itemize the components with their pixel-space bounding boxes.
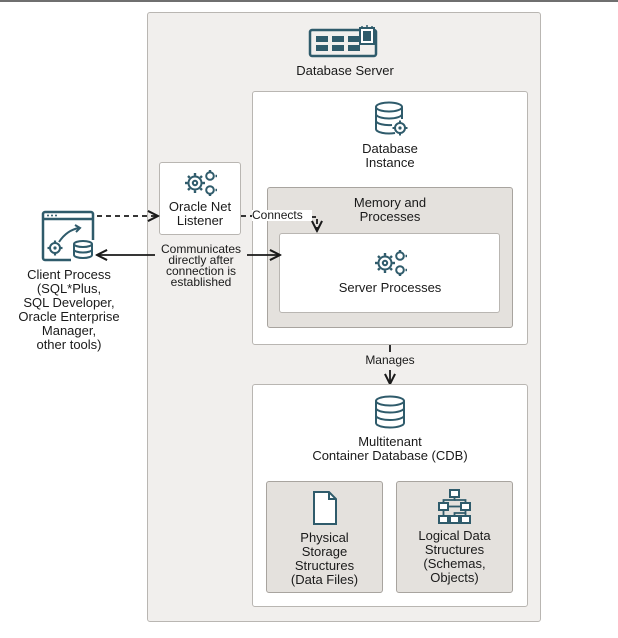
listener-box [159,162,241,235]
database-gear-icon [374,101,408,136]
server-processes-box [279,233,500,313]
connects-label: Connects [252,209,312,221]
listener-label: Oracle Net Listener [168,199,232,228]
server-processes-label: Server Processes [338,280,442,295]
client-process-label: Client Process (SQL*Plus, SQL Developer,… [18,267,120,352]
logical-data-label: Logical Data Structures (Schemas, Object… [418,528,491,585]
file-icon [313,491,337,525]
manages-label: Manages [358,354,422,366]
hierarchy-icon [438,489,471,524]
top-border-line [0,0,618,2]
logical-data-box [396,481,513,593]
cdb-label: Multitenant Container Database (CDB) [312,434,468,463]
client-window-icon [41,210,95,262]
database-instance-label: Database Instance [362,141,418,170]
server-icon [308,25,378,58]
communicates-label: Communicates directly after connection i… [160,242,242,289]
physical-storage-label: Physical Storage Structures (Data Files) [290,530,359,587]
connects-arrow [311,216,317,231]
gears-icon [375,250,407,276]
listener-gears-icon [185,170,217,196]
database-server-label: Database Server [296,63,394,78]
database-icon [375,395,405,429]
memory-processes-label: Memory and Processes [353,195,427,224]
